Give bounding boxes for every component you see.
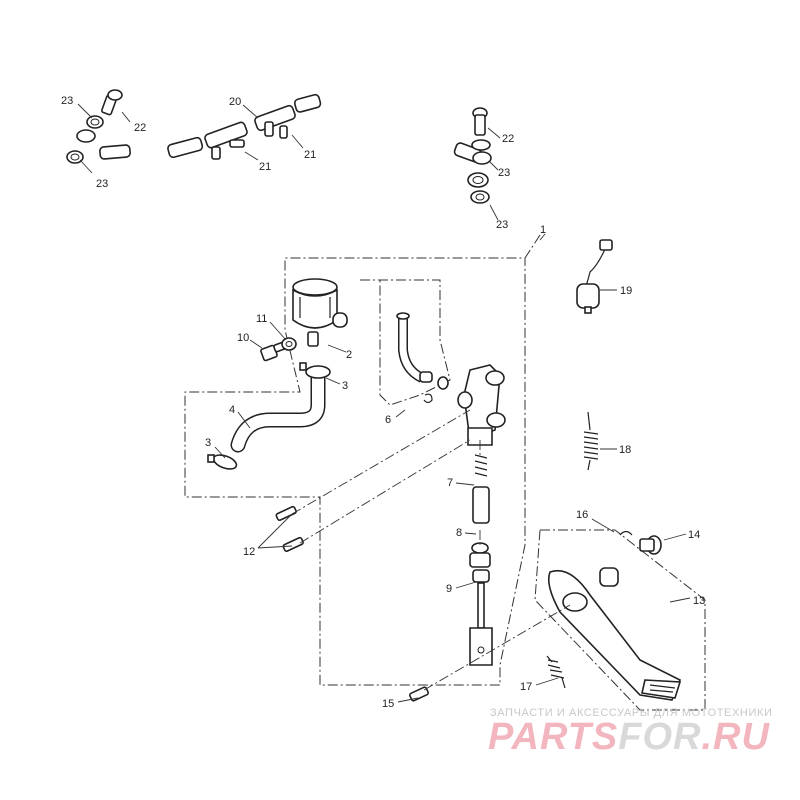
callout-7: 7 xyxy=(447,477,453,489)
master-cylinder xyxy=(457,364,506,446)
callout-14: 14 xyxy=(688,529,700,541)
cylinder-internals xyxy=(469,454,493,666)
callout-11: 11 xyxy=(256,313,267,325)
callout-16: 16 xyxy=(576,509,588,521)
callout-22: 22 xyxy=(502,133,514,145)
callout-3: 3 xyxy=(342,380,348,392)
pivot-bolt xyxy=(409,686,429,702)
watermark-logo-part1: PARTS xyxy=(488,716,619,758)
callout-15: 15 xyxy=(382,698,394,710)
mounting-bolts xyxy=(275,505,304,552)
callout-22: 22 xyxy=(134,122,146,134)
callout-13: 13 xyxy=(693,595,705,607)
callout-17: 17 xyxy=(520,681,532,693)
leader-lines xyxy=(77,103,691,703)
callout-23: 23 xyxy=(96,178,108,190)
callout-23: 23 xyxy=(61,95,73,107)
callout-2: 2 xyxy=(346,349,352,361)
watermark-caption: ЗАПЧАСТИ И АКСЕССУАРЫ ДЛЯ МОТОТЕХНИКИ xyxy=(490,707,773,719)
callout-23: 23 xyxy=(498,167,510,179)
callout-19: 19 xyxy=(620,285,632,297)
callout-3: 3 xyxy=(205,437,211,449)
watermark-logo-part3: .RU xyxy=(701,716,770,758)
reservoir xyxy=(292,278,348,347)
brake-pedal xyxy=(547,567,682,701)
callout-1: 1 xyxy=(540,224,546,236)
callout-23: 23 xyxy=(496,219,508,231)
callout-12: 12 xyxy=(243,546,255,558)
callout-numbers: 23 22 23 20 21 21 22 23 23 1 19 2 11 10 … xyxy=(61,95,705,710)
callout-18: 18 xyxy=(619,444,631,456)
connector-pipe xyxy=(396,312,449,404)
bolt-and-washer xyxy=(260,337,297,362)
callout-10: 10 xyxy=(237,332,249,344)
pedal-hardware xyxy=(546,530,662,689)
callout-4: 4 xyxy=(229,404,235,416)
callout-6: 6 xyxy=(385,414,391,426)
brake-hose-assembly xyxy=(66,89,492,204)
callout-9: 9 xyxy=(446,583,452,595)
callout-21: 21 xyxy=(304,149,316,161)
watermark-logo-part2: FOR xyxy=(618,716,702,758)
watermark-logo: PARTSFOR.RU xyxy=(488,716,770,759)
assembly-boundaries xyxy=(184,234,706,711)
callout-20: 20 xyxy=(229,96,241,108)
reservoir-hose xyxy=(207,362,331,470)
brake-light-switch xyxy=(576,239,613,314)
callout-8: 8 xyxy=(456,527,462,539)
spring xyxy=(583,411,599,471)
callout-21: 21 xyxy=(259,161,271,173)
